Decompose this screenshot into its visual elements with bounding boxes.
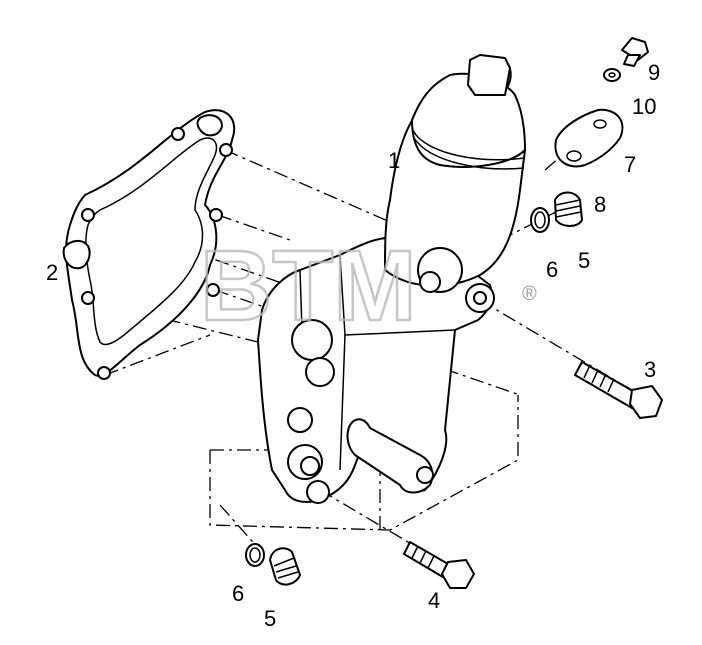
callout-washer: 10 <box>632 94 656 119</box>
callout-screw: 9 <box>648 60 660 85</box>
callout-seal-ring-upper: 6 <box>546 257 558 282</box>
callout-gasket: 2 <box>46 260 58 285</box>
callout-cover-plate: 7 <box>624 152 636 177</box>
spring-part <box>554 191 583 227</box>
callout-oil-filter-housing: 1 <box>388 148 400 173</box>
callout-spring: 8 <box>594 192 606 217</box>
assembly-lines <box>87 139 641 556</box>
callout-labels: 1 2 3 4 5 5 6 6 7 8 9 10 <box>46 60 660 631</box>
cover-plate-part <box>554 108 624 168</box>
gasket-part <box>62 109 236 380</box>
seal-ring-lower-part <box>245 543 265 567</box>
watermark-registered-mark: ® <box>522 283 537 305</box>
oil-filter-housing-part <box>257 54 526 504</box>
washer-part <box>603 68 621 82</box>
callout-bolt-lower: 4 <box>428 588 440 613</box>
callout-bolt-upper: 3 <box>644 357 656 382</box>
bolt-upper-part <box>574 361 663 419</box>
seal-ring-upper-part <box>530 207 550 233</box>
callout-seal-ring-lower: 6 <box>232 581 244 606</box>
plug-lower-part <box>269 547 301 586</box>
watermark: BTM ® <box>199 229 537 344</box>
callout-plug-upper: 5 <box>578 248 590 273</box>
callout-plug-lower: 5 <box>264 606 276 631</box>
screw-part <box>621 37 649 67</box>
watermark-text: BTM <box>200 230 417 342</box>
bolt-lower-part <box>403 541 475 589</box>
